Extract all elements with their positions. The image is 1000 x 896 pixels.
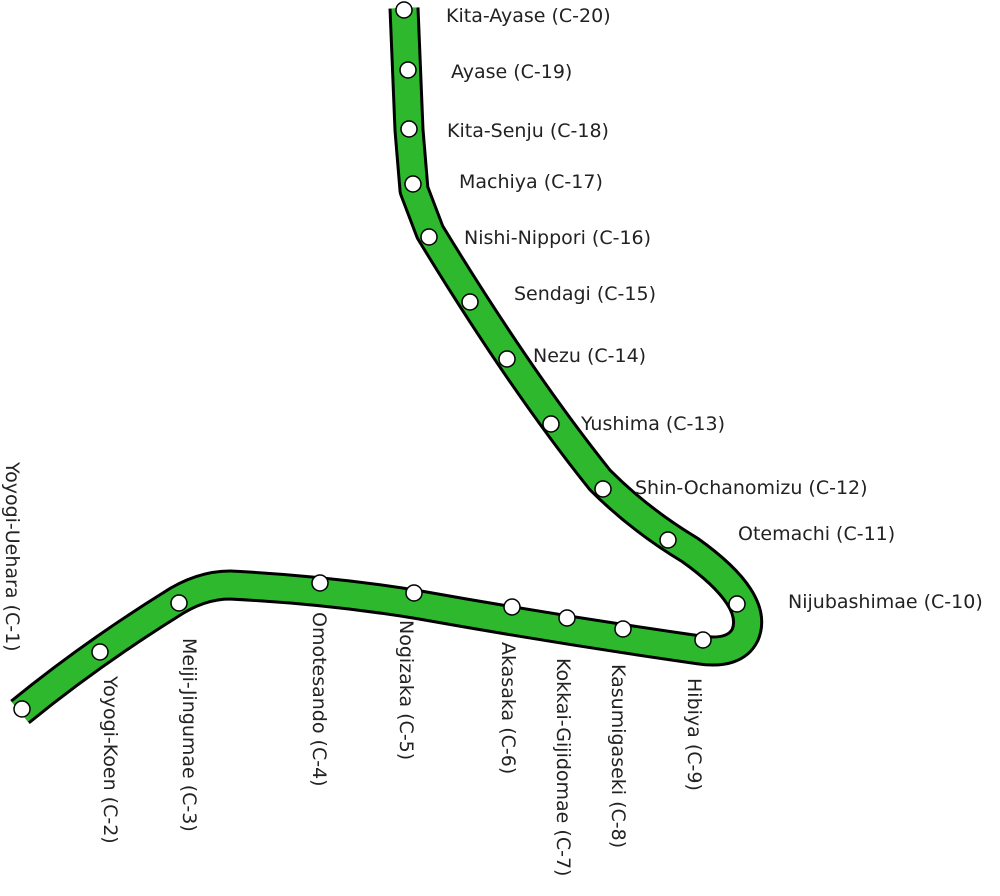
- station-marker-c-13[interactable]: [542, 415, 560, 433]
- station-marker-c-19[interactable]: [399, 61, 417, 79]
- station-marker-c-5[interactable]: [405, 584, 423, 602]
- station-label-c-6: Akasaka (C-6): [497, 642, 519, 774]
- station-label-c-3: Meiji-Jingumae (C-3): [178, 638, 200, 832]
- station-label-c-17: Machiya (C-17): [459, 171, 603, 193]
- station-label-c-7: Kokkai-Gijidomae (C-7): [552, 658, 574, 876]
- station-label-c-14: Nezu (C-14): [533, 345, 646, 367]
- station-marker-c-16[interactable]: [420, 228, 438, 246]
- station-label-c-13: Yushima (C-13): [580, 413, 725, 435]
- station-marker-c-17[interactable]: [404, 175, 422, 193]
- station-label-c-12: Shin-Ochanomizu (C-12): [635, 477, 868, 499]
- station-label-c-2: Yoyogi-Koen (C-2): [99, 675, 121, 844]
- station-marker-c-10[interactable]: [728, 595, 746, 613]
- station-marker-c-12[interactable]: [594, 480, 612, 498]
- station-label-c-1: Yoyogi-Uehara (C-1): [1, 461, 23, 652]
- station-label-c-9: Hibiya (C-9): [683, 678, 705, 791]
- station-label-c-16: Nishi-Nippori (C-16): [464, 227, 651, 249]
- station-marker-c-7[interactable]: [558, 609, 576, 627]
- station-marker-c-9[interactable]: [694, 631, 712, 649]
- station-marker-c-4[interactable]: [311, 574, 329, 592]
- line-track: [12, 7, 761, 722]
- station-marker-c-15[interactable]: [461, 293, 479, 311]
- station-label-c-18: Kita-Senju (C-18): [447, 120, 609, 142]
- station-label-c-19: Ayase (C-19): [451, 61, 572, 83]
- station-label-c-11: Otemachi (C-11): [738, 523, 895, 545]
- station-marker-c-3[interactable]: [170, 594, 188, 612]
- station-marker-c-8[interactable]: [614, 620, 632, 638]
- station-label-c-15: Sendagi (C-15): [514, 283, 656, 305]
- station-marker-c-2[interactable]: [91, 643, 109, 661]
- station-marker-c-18[interactable]: [400, 120, 418, 138]
- stations-layer: [13, 1, 746, 718]
- labels-layer: Kita-Ayase (C-20) Ayase (C-19) Kita-Senju …: [1, 5, 983, 876]
- station-marker-c-20[interactable]: [395, 1, 413, 19]
- station-marker-c-11[interactable]: [659, 531, 677, 549]
- station-label-c-4: Omotesando (C-4): [308, 612, 330, 787]
- station-label-c-8: Kasumigaseki (C-8): [607, 664, 629, 848]
- station-marker-c-14[interactable]: [498, 350, 516, 368]
- station-label-c-10: Nijubashimae (C-10): [788, 591, 983, 613]
- station-marker-c-6[interactable]: [503, 598, 521, 616]
- station-marker-c-1[interactable]: [13, 700, 31, 718]
- station-label-c-20: Kita-Ayase (C-20): [446, 5, 611, 27]
- station-label-c-5: Nogizaka (C-5): [395, 620, 417, 760]
